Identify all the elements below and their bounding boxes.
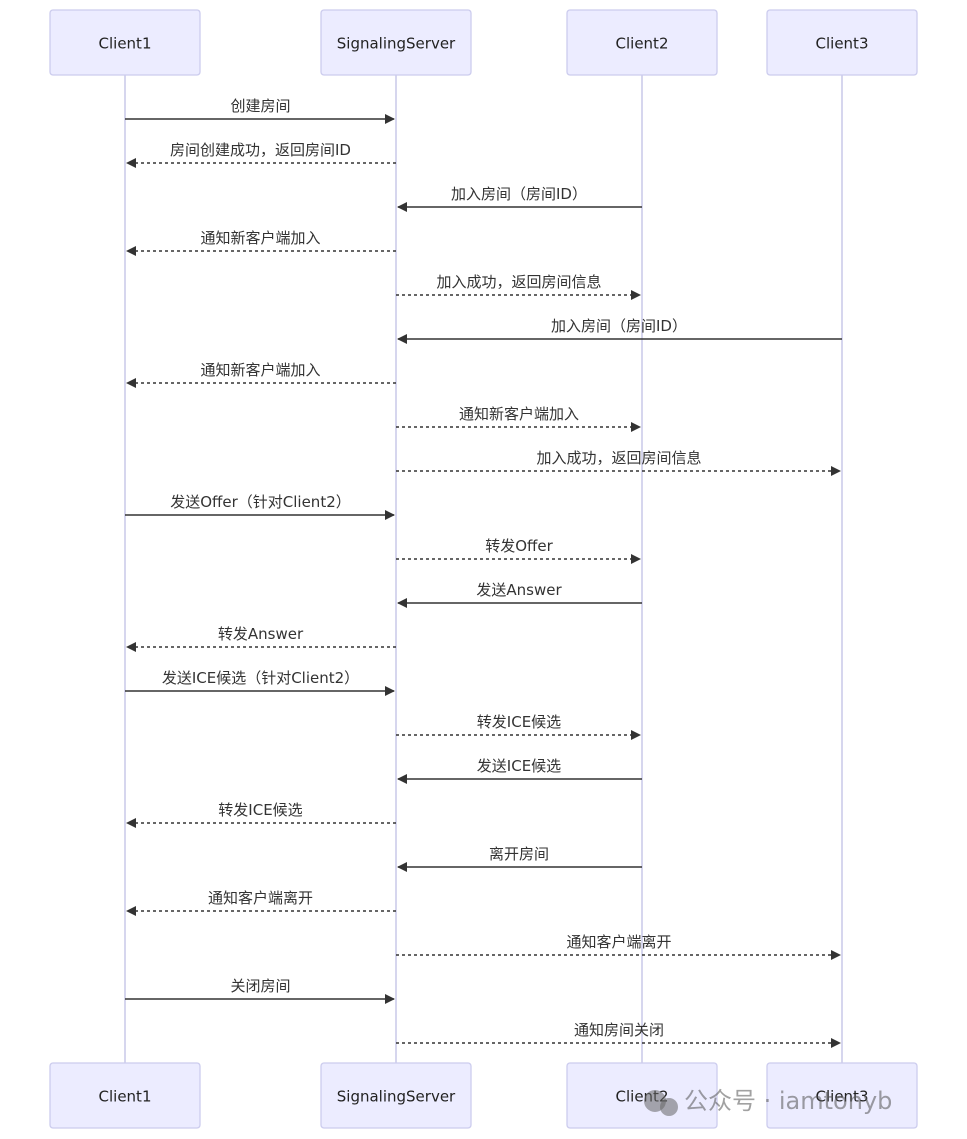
- actor-label: Client3: [816, 1088, 869, 1106]
- watermark: 公众号 · iamtonyb: [644, 1087, 892, 1116]
- actor-box: [766, 9, 918, 76]
- message-label: 通知新客户端加入: [200, 361, 320, 379]
- actor-box: [49, 1062, 201, 1129]
- message: 加入房间（房间ID）: [397, 185, 642, 212]
- message-label: 通知房间关闭: [574, 1021, 664, 1039]
- actor-box: [566, 9, 718, 76]
- message-label: 转发Offer: [485, 537, 553, 555]
- actor-label: SignalingServer: [337, 35, 456, 53]
- message-label: 通知客户端离开: [208, 889, 313, 907]
- actor-c1-bottom: Client1: [49, 1062, 201, 1129]
- actor-c1-top: Client1: [49, 9, 201, 76]
- message-label: 关闭房间: [230, 977, 290, 995]
- message-label: 离开房间: [489, 845, 549, 863]
- actor-label: SignalingServer: [337, 1088, 456, 1106]
- message: 加入成功，返回房间信息: [396, 273, 641, 300]
- actor-srv-bottom: SignalingServer: [320, 1062, 472, 1129]
- actor-box: [320, 1062, 472, 1129]
- message: 离开房间: [397, 845, 642, 872]
- actor-label: Client2: [616, 35, 669, 53]
- message-label: 转发ICE候选: [218, 801, 302, 819]
- actor-box: [49, 9, 201, 76]
- message: 通知新客户端加入: [126, 361, 396, 388]
- message: 房间创建成功，返回房间ID: [126, 141, 396, 168]
- message: 发送ICE候选（针对Client2）: [125, 669, 395, 696]
- message-label: 加入房间（房间ID）: [451, 185, 587, 203]
- actor-c3-bottom: Client3: [766, 1062, 918, 1129]
- message: 发送Answer: [397, 581, 642, 608]
- message: 关闭房间: [125, 977, 395, 1004]
- message-label: 通知新客户端加入: [459, 405, 579, 423]
- message: 通知房间关闭: [396, 1021, 841, 1048]
- message-label: 加入成功，返回房间信息: [536, 449, 701, 467]
- actor-c2-top: Client2: [566, 9, 718, 76]
- message: 转发Offer: [396, 537, 641, 564]
- actor-box: [320, 9, 472, 76]
- actor-srv-top: SignalingServer: [320, 9, 472, 76]
- message: 转发Answer: [126, 625, 396, 652]
- message-label: 转发Answer: [218, 625, 304, 643]
- actor-box: [566, 1062, 718, 1129]
- message-label: 发送ICE候选: [477, 757, 561, 775]
- message: 转发ICE候选: [126, 801, 396, 828]
- message: 通知客户端离开: [126, 889, 396, 916]
- message-label: 发送Offer（针对Client2）: [170, 493, 351, 511]
- message-label: 通知新客户端加入: [200, 229, 320, 247]
- message: 加入成功，返回房间信息: [396, 449, 841, 476]
- message-label: 发送ICE候选（针对Client2）: [162, 669, 359, 687]
- actor-label: Client1: [99, 1088, 152, 1106]
- message: 通知新客户端加入: [126, 229, 396, 256]
- message: 通知客户端离开: [396, 933, 841, 960]
- message: 创建房间: [125, 97, 395, 124]
- message: 加入房间（房间ID）: [397, 317, 842, 344]
- actor-c3-top: Client3: [766, 9, 918, 76]
- message: 通知新客户端加入: [396, 405, 641, 432]
- actor-label: Client1: [99, 35, 152, 53]
- message: 转发ICE候选: [396, 713, 641, 740]
- message-label: 转发ICE候选: [477, 713, 561, 731]
- message: 发送ICE候选: [397, 757, 642, 784]
- watermark-text: 公众号 · iamtonyb: [684, 1087, 892, 1115]
- actor-label: Client3: [816, 35, 869, 53]
- actor-box: [766, 1062, 918, 1129]
- message-label: 发送Answer: [476, 581, 562, 599]
- message-label: 加入成功，返回房间信息: [436, 273, 601, 291]
- message-label: 创建房间: [230, 97, 290, 115]
- message: 发送Offer（针对Client2）: [125, 493, 395, 520]
- message-label: 加入房间（房间ID）: [551, 317, 687, 335]
- message-label: 通知客户端离开: [566, 933, 671, 951]
- message-label: 房间创建成功，返回房间ID: [170, 141, 351, 159]
